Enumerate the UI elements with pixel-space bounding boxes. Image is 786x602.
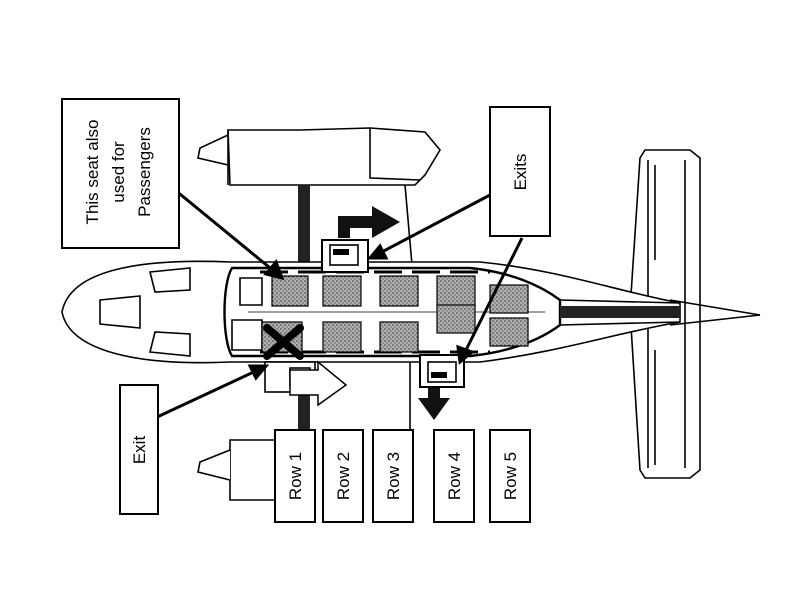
seat-row4-bottom bbox=[436, 304, 476, 334]
arrow-exit-cockpit-icon bbox=[289, 360, 348, 407]
seat-row2-top bbox=[322, 275, 362, 307]
row-label-5: Row 5 bbox=[501, 452, 520, 500]
seat-row4-top bbox=[436, 275, 476, 307]
callout-exits: Exits bbox=[489, 106, 551, 237]
x-mark-icon bbox=[263, 324, 304, 360]
arrow-exit-top-icon bbox=[338, 206, 400, 238]
row-labels: Row 1 Row 2 Row 3 Row 4 Row 5 bbox=[274, 429, 531, 523]
seat-note-line1: This seat also bbox=[83, 120, 102, 225]
fuselage bbox=[61, 260, 681, 364]
callout-seat-note: This seat also used for Passengers bbox=[61, 98, 180, 249]
callout-exit: Exit bbox=[119, 384, 159, 515]
seat-row3-bottom bbox=[379, 321, 419, 353]
passenger-seats bbox=[261, 275, 529, 353]
exits-label: Exits bbox=[511, 154, 530, 191]
arrow-exit-bottom-icon bbox=[418, 388, 450, 420]
row-label-3: Row 3 bbox=[384, 452, 403, 500]
seat-row2-bottom bbox=[322, 321, 362, 353]
bottom-exit-door bbox=[419, 354, 465, 388]
upper-wing-engine bbox=[197, 127, 441, 266]
aircraft-drawing bbox=[61, 127, 761, 501]
row-label-1: Row 1 bbox=[286, 452, 305, 500]
row-label-4: Row 4 bbox=[445, 452, 464, 500]
seat-row5-bottom bbox=[489, 317, 529, 347]
seat-row1-top bbox=[271, 275, 309, 307]
seat-note-line2: used for bbox=[109, 141, 128, 203]
row-label-2: Row 2 bbox=[334, 452, 353, 500]
top-exit-door bbox=[321, 239, 369, 273]
exit-arrows bbox=[289, 206, 450, 420]
callout-pointers bbox=[154, 188, 524, 420]
seat-row3-top bbox=[379, 275, 419, 307]
exit-label: Exit bbox=[130, 436, 149, 465]
seat-note-line3: Passengers bbox=[135, 127, 154, 217]
